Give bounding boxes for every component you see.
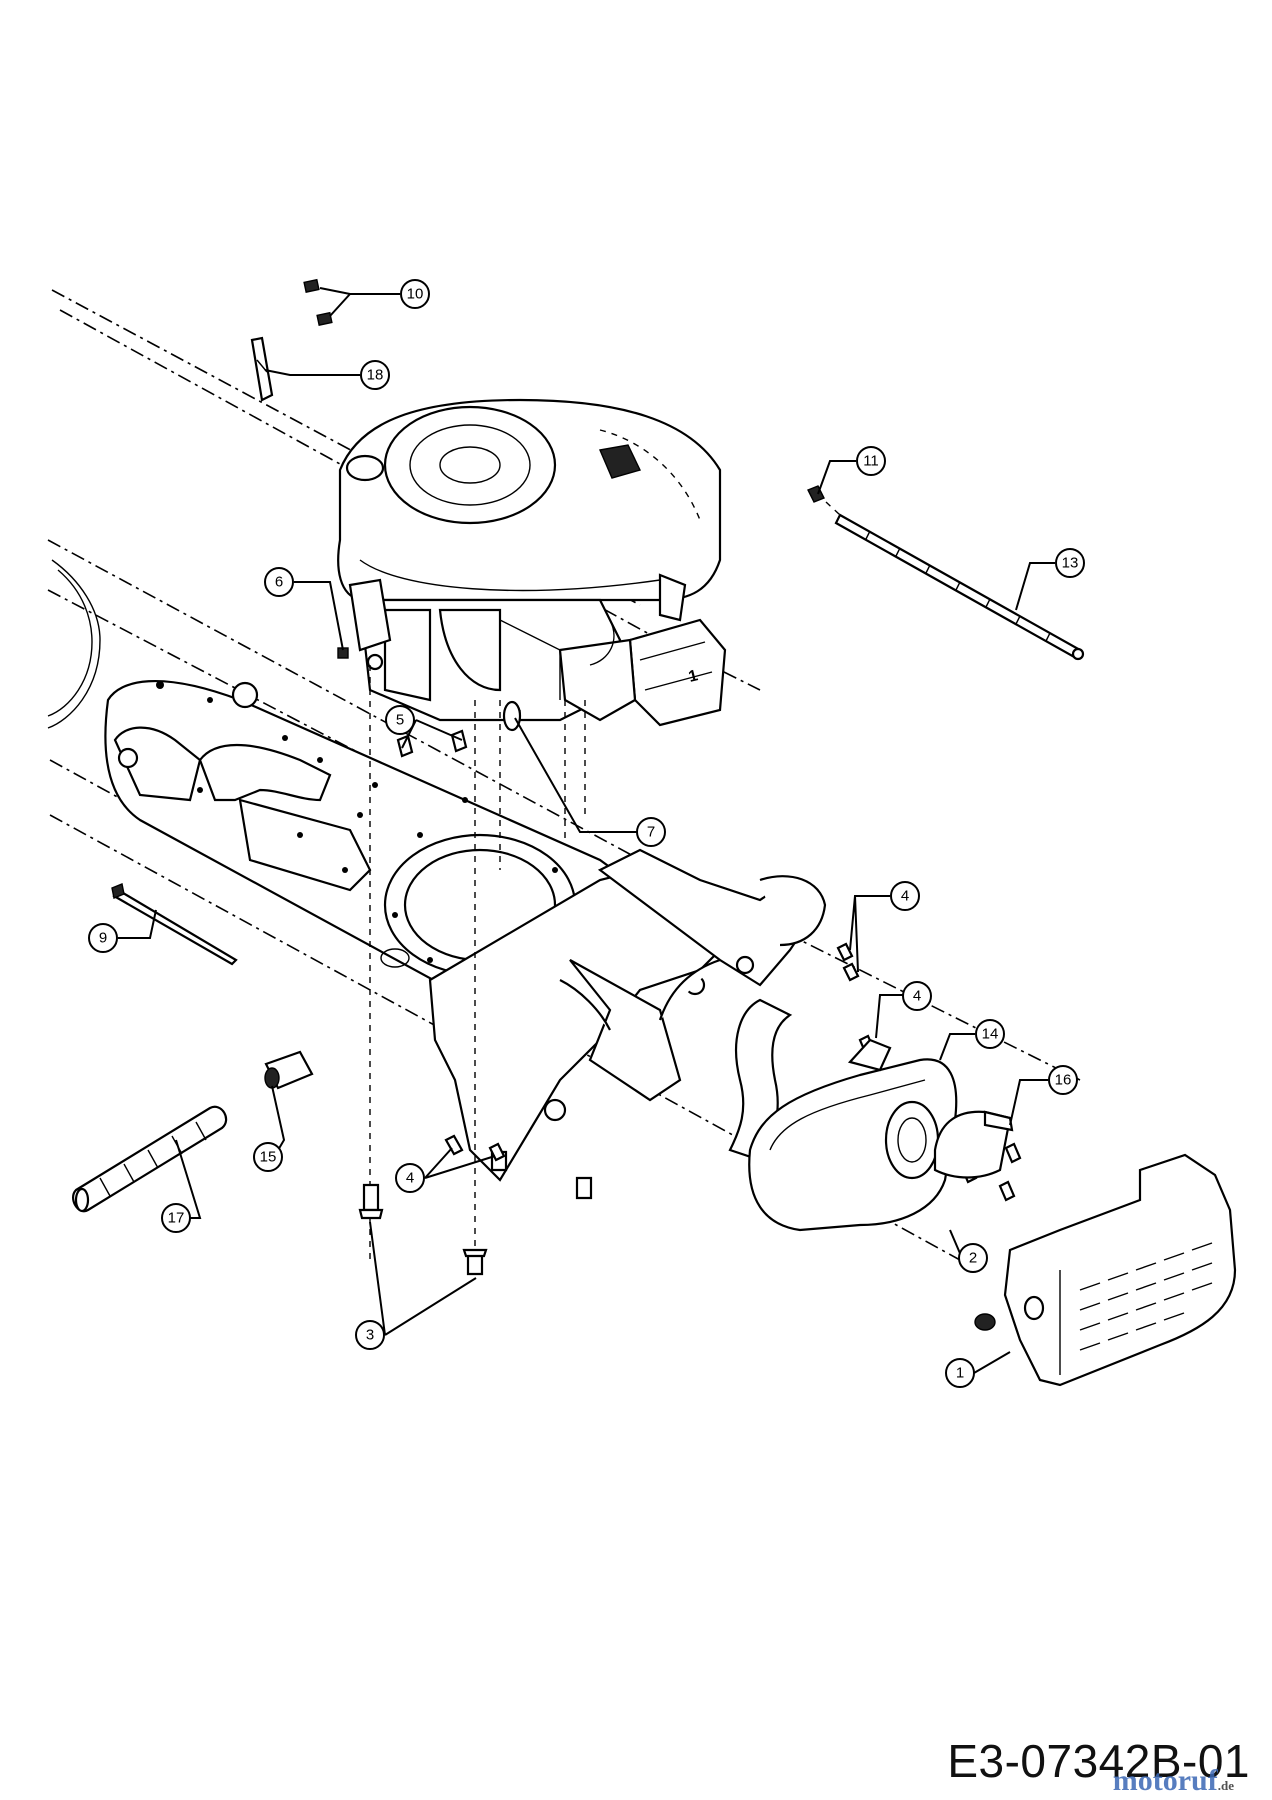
watermark-suffix: .de xyxy=(1217,1778,1234,1793)
svg-text:7: 7 xyxy=(647,824,655,841)
svg-text:14: 14 xyxy=(982,1026,999,1043)
callout-15: 15 xyxy=(253,1142,283,1172)
part-17-sleeve xyxy=(72,1105,228,1213)
drawing-code: E3-07342B-01 xyxy=(947,1735,1250,1787)
svg-text:4: 4 xyxy=(901,888,909,905)
callout-14: 14 xyxy=(975,1019,1005,1049)
watermark-logo: motoruf.de xyxy=(1113,1764,1234,1798)
part-18-bracket xyxy=(250,336,274,402)
callout-9: 9 xyxy=(88,923,118,953)
svg-text:18: 18 xyxy=(367,367,384,384)
part-3-bolts xyxy=(358,1150,593,1276)
callouts: 1 2 3 4 4 4 5 6 7 9 10 11 13 14 15 16 17… xyxy=(88,279,1085,1388)
callout-7: 7 xyxy=(636,817,666,847)
callout-5: 5 xyxy=(385,705,415,735)
svg-text:3: 3 xyxy=(366,1327,374,1344)
callout-16: 16 xyxy=(1048,1065,1078,1095)
part-7-grommet xyxy=(502,700,522,732)
callout-4-middle: 4 xyxy=(902,981,932,1011)
part-15-valve xyxy=(264,1050,314,1090)
callout-3: 3 xyxy=(355,1320,385,1350)
svg-text:1: 1 xyxy=(956,1365,964,1382)
callout-17: 17 xyxy=(161,1203,191,1233)
svg-text:6: 6 xyxy=(275,574,283,591)
callout-13: 13 xyxy=(1055,548,1085,578)
svg-text:4: 4 xyxy=(406,1170,414,1187)
callout-4-lower: 4 xyxy=(395,1163,425,1193)
callout-11: 11 xyxy=(856,446,886,476)
part-9-cable-tie xyxy=(111,883,238,966)
svg-text:13: 13 xyxy=(1062,555,1079,572)
callout-18: 18 xyxy=(360,360,390,390)
callout-2: 2 xyxy=(958,1243,988,1273)
callout-6: 6 xyxy=(264,567,294,597)
svg-text:11: 11 xyxy=(863,453,879,470)
callout-1: 1 xyxy=(945,1358,975,1388)
svg-text:10: 10 xyxy=(407,286,424,303)
engine: 1 xyxy=(337,398,727,1260)
svg-text:5: 5 xyxy=(396,712,404,729)
svg-text:4: 4 xyxy=(913,988,921,1005)
part-14-muffler xyxy=(748,1038,958,1232)
part-16-outlet xyxy=(933,1110,1014,1179)
svg-text:15: 15 xyxy=(260,1149,277,1166)
rear-frame-brackets xyxy=(428,848,827,1182)
svg-text:1: 1 xyxy=(687,667,700,686)
part-11-clip xyxy=(807,485,825,503)
callout-10: 10 xyxy=(400,279,430,309)
callout-4-upper: 4 xyxy=(890,881,920,911)
svg-text:2: 2 xyxy=(969,1250,977,1267)
part-5-bolts xyxy=(396,729,468,758)
part-1-heat-shield xyxy=(974,1153,1237,1387)
watermark-brand: motoruf xyxy=(1112,1764,1218,1797)
svg-text:9: 9 xyxy=(99,930,107,947)
svg-text:17: 17 xyxy=(168,1210,185,1227)
part-10-clips xyxy=(303,278,333,326)
part-13-rod xyxy=(825,501,1085,661)
svg-text:16: 16 xyxy=(1055,1072,1072,1089)
leader-lines xyxy=(118,287,1055,1374)
